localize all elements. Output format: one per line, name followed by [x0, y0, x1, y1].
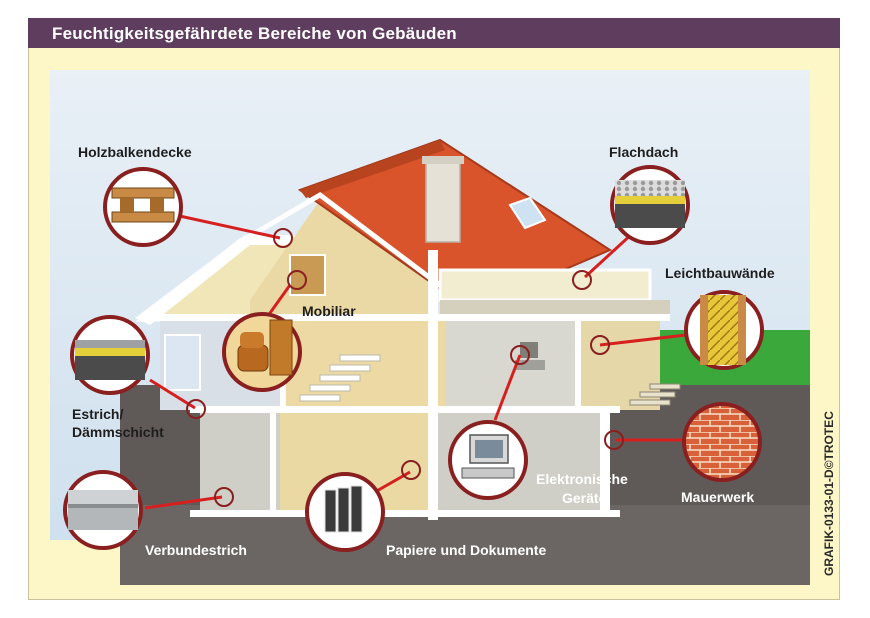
label-leichtbauwaende: Leichtbauwände: [665, 265, 775, 281]
label-verbundestrich: Verbundestrich: [145, 542, 247, 558]
chimney: [425, 159, 461, 243]
callout-flachdach: [610, 165, 690, 245]
label-estrich-line1: Estrich/: [72, 406, 123, 422]
label-estrich-line2: Dämmschicht: [72, 424, 164, 440]
label-mobiliar: Mobiliar: [302, 303, 356, 319]
house-body: [135, 138, 681, 520]
callout-elektronische: [448, 420, 528, 500]
ground-lower: [120, 505, 810, 585]
callout-verbundestrich: [63, 470, 143, 550]
callout-mauerwerk: [682, 402, 762, 482]
page-title: Feuchtigkeitsgefährdete Bereiche von Geb…: [52, 24, 457, 43]
label-holzbalkendecke: Holzbalkendecke: [78, 144, 192, 160]
target-markers: [186, 228, 624, 507]
callout-estrich: [70, 315, 150, 395]
header-bar: Feuchtigkeitsgefährdete Bereiche von Geb…: [28, 18, 840, 48]
graphic-credit: GRAFIK-0133-01-D©TROTEC: [822, 411, 836, 576]
callout-leichtbauwaende: [684, 290, 764, 370]
label-mauerwerk: Mauerwerk: [681, 489, 754, 505]
skylight: [508, 196, 547, 230]
callout-mobiliar: [222, 312, 302, 392]
callout-holzbalkendecke: [103, 167, 183, 247]
label-papiere: Papiere und Dokumente: [386, 542, 546, 558]
label-elektronische-line2: Geräte: [562, 490, 607, 506]
label-flachdach: Flachdach: [609, 144, 678, 160]
callout-papiere: [305, 472, 385, 552]
label-elektronische-line1: Elektronische: [536, 471, 628, 487]
